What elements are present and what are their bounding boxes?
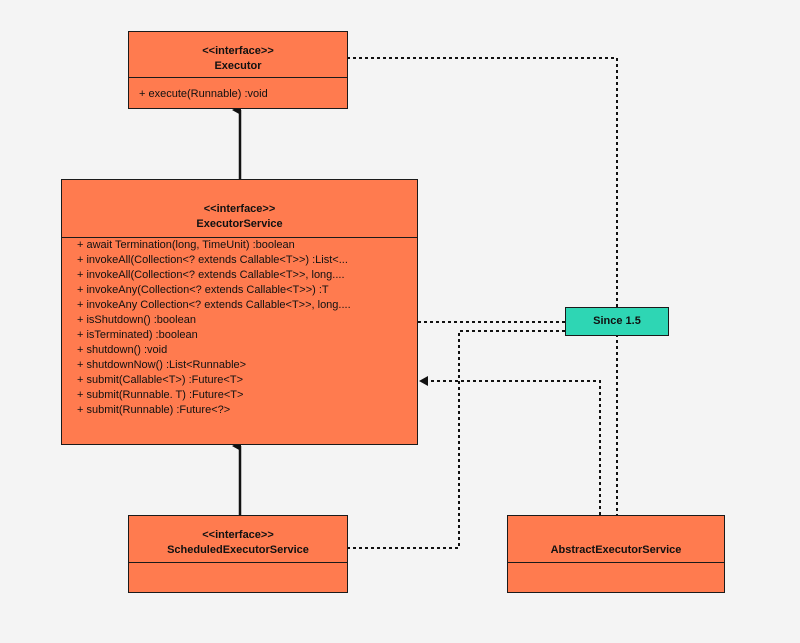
executorservice-member: + shutdownNow() :List<Runnable> — [77, 359, 247, 371]
executorservice-member: + invokeAll(Collection<? extends Callabl… — [77, 269, 345, 281]
since-note-label: Since 1.5 — [593, 315, 641, 327]
executorservice-member: + invokeAny(Collection<? extends Callabl… — [77, 284, 329, 296]
executorservice-member: + shutdown() :void — [77, 344, 168, 356]
executor-stereotype: <<interface>> — [202, 45, 274, 57]
executor-class-box[interactable]: <<interface>> Executor + execute(Runnabl… — [128, 31, 348, 109]
executorservice-member: + await Termination(long, TimeUnit) :boo… — [77, 239, 295, 251]
dotted-arrowhead — [419, 376, 428, 386]
dotted-link-scheduled-note — [347, 330, 565, 549]
executorservice-stereotype: <<interface>> — [203, 203, 276, 215]
executor-divider — [129, 77, 347, 78]
scheduled-name: ScheduledExecutorService — [167, 544, 309, 556]
executorservice-divider — [62, 237, 417, 238]
executorservice-class-box[interactable]: <<interface>> ExecutorService + await Te… — [61, 179, 418, 445]
executorservice-member: + invokeAll(Collection<? extends Callabl… — [77, 254, 348, 266]
abstract-divider — [508, 562, 724, 563]
scheduled-divider — [129, 562, 347, 563]
scheduled-stereotype: <<interface>> — [202, 529, 274, 541]
executorservice-members: + await Termination(long, TimeUnit) :boo… — [77, 238, 351, 418]
executor-member: + execute(Runnable) :void — [139, 88, 268, 100]
executorservice-member: + submit(Callable<T>) :Future<T> — [77, 374, 243, 386]
executor-members: + execute(Runnable) :void — [139, 87, 268, 102]
abstractexecutorservice-class-box[interactable]: AbstractExecutorService — [507, 515, 725, 593]
executorservice-member: + isTerminated) :boolean — [77, 329, 198, 341]
executorservice-member: + isShutdown() :boolean — [77, 314, 196, 326]
executorservice-member: + invokeAny Collection<? extends Callabl… — [77, 299, 351, 311]
executor-name: Executor — [214, 60, 262, 72]
executorservice-member: + submit(Runnable) :Future<?> — [77, 404, 231, 416]
since-note[interactable]: Since 1.5 — [565, 307, 669, 336]
scheduledexecutorservice-class-box[interactable]: <<interface>> ScheduledExecutorService — [128, 515, 348, 593]
abstract-name: AbstractExecutorService — [550, 544, 682, 556]
executorservice-name: ExecutorService — [196, 218, 283, 230]
dotted-link-abstract-to-executorservice — [430, 380, 601, 515]
dotted-link-executor — [347, 57, 618, 515]
executorservice-member: + submit(Runnable. T) :Future<T> — [77, 389, 244, 401]
